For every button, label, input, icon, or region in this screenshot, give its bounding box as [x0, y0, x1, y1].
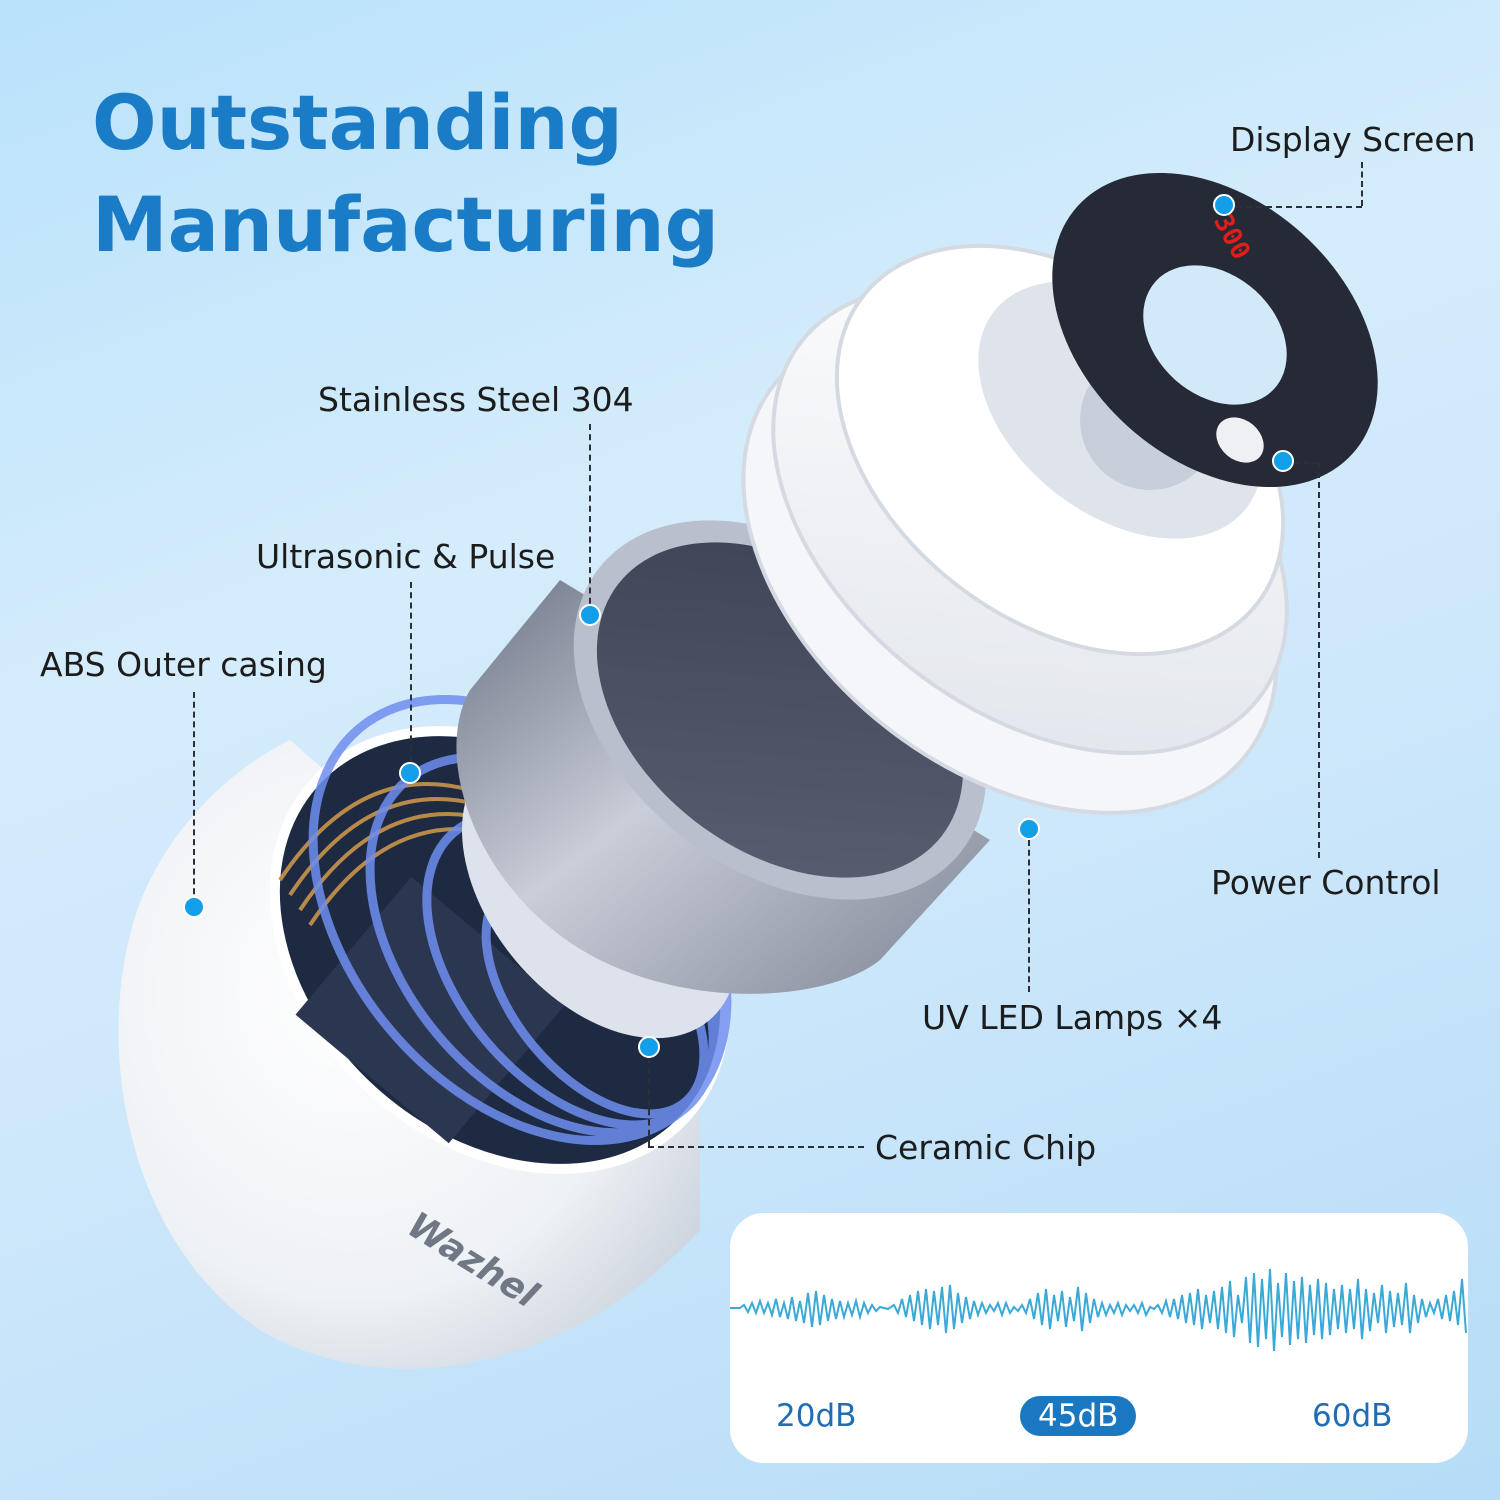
noise-level-20db: 20dB — [776, 1398, 857, 1434]
ceramic-chip-marker — [638, 1036, 660, 1058]
leader-line — [1361, 162, 1363, 206]
abs-casing-marker — [183, 896, 205, 918]
leader-line — [1226, 206, 1362, 208]
callout-stainless-steel: Stainless Steel 304 — [318, 380, 634, 419]
leader-line — [193, 692, 195, 904]
sound-waveform — [730, 1268, 1467, 1352]
noise-level-panel: 20dB 45dB 60dB — [730, 1213, 1468, 1463]
leader-line — [648, 1058, 650, 1146]
callout-abs-casing: ABS Outer casing — [40, 645, 327, 684]
display-screen-marker — [1213, 194, 1235, 216]
callout-power-control: Power Control — [1211, 863, 1441, 902]
display-ring-shape — [1052, 172, 1378, 488]
title-line-1: Outstanding — [92, 78, 623, 167]
title-line-2: Manufacturing — [92, 180, 719, 269]
noise-level-45db-highlighted: 45dB — [1020, 1396, 1137, 1436]
leader-line — [410, 582, 412, 772]
noise-level-60db: 60dB — [1312, 1398, 1393, 1434]
power-control-marker — [1272, 450, 1294, 472]
leader-line — [648, 1146, 864, 1148]
callout-display-screen: Display Screen — [1230, 120, 1476, 159]
callout-uv-led: UV LED Lamps ×4 — [922, 998, 1223, 1037]
callout-ultrasonic-pulse: Ultrasonic & Pulse — [256, 537, 556, 576]
callout-ceramic-chip: Ceramic Chip — [875, 1128, 1097, 1167]
leader-line — [589, 424, 591, 614]
stainless-steel-marker — [579, 604, 601, 626]
uv-led-marker — [1018, 818, 1040, 840]
ultrasonic-marker — [399, 762, 421, 784]
leader-line — [1028, 840, 1030, 992]
leader-line — [1285, 462, 1319, 464]
page-title: Outstanding Manufacturing — [92, 72, 719, 276]
leader-line — [1318, 462, 1320, 858]
